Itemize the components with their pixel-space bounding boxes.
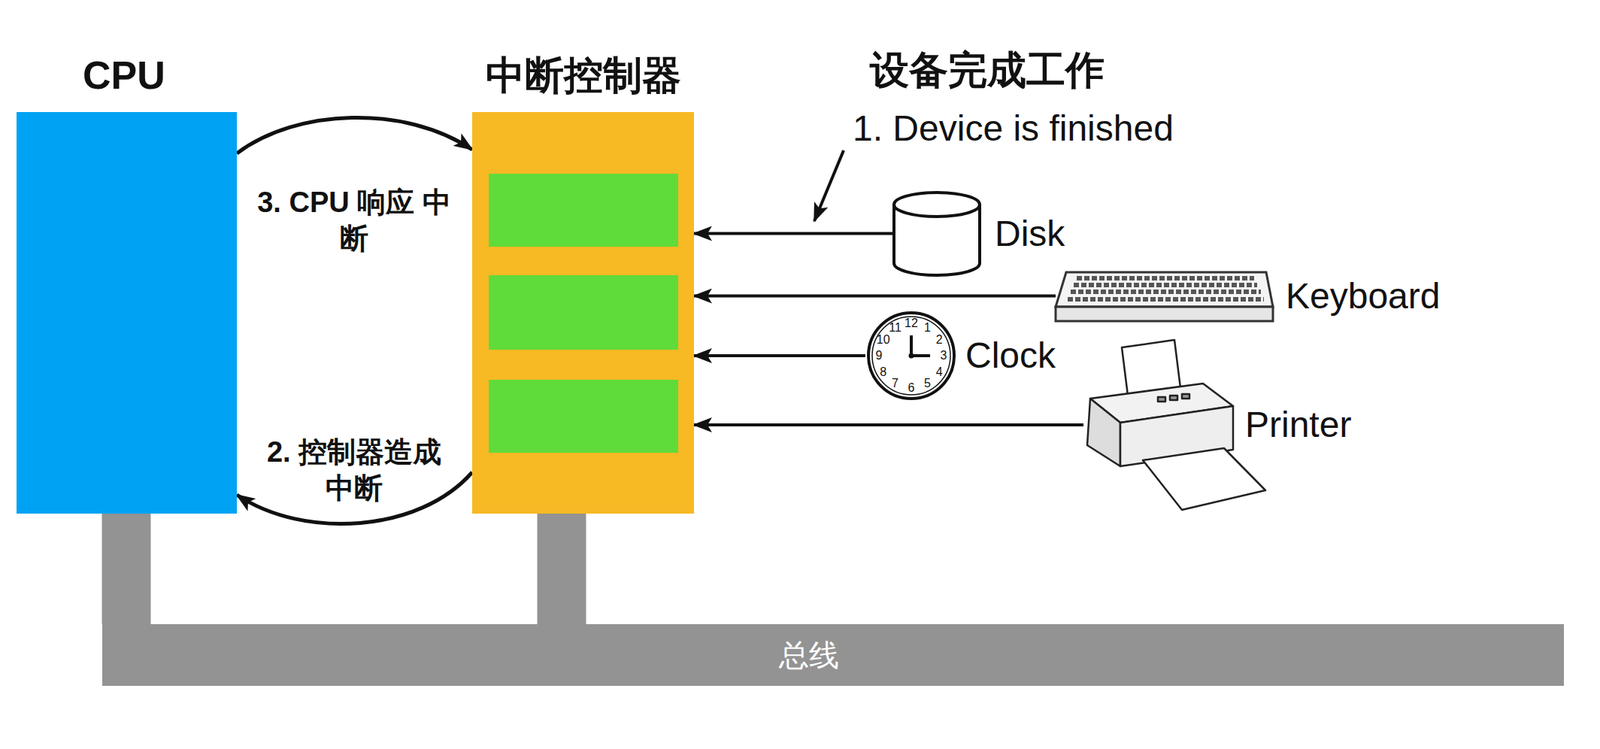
keyboard-icon <box>1055 272 1273 322</box>
keyboard-front <box>1055 306 1273 322</box>
buffer-slot <box>488 173 679 247</box>
clock-numeral: 8 <box>879 366 887 379</box>
printer-button <box>1181 393 1190 399</box>
key-row <box>1073 282 1258 288</box>
edge-label: 2. 控制器造成 中断 <box>256 434 452 507</box>
clock-icon <box>868 312 955 399</box>
signal-arrow <box>236 117 473 154</box>
signal-arrow <box>693 354 866 358</box>
clock-numeral: 7 <box>891 377 899 390</box>
signal-arrow <box>693 294 1056 298</box>
clock-numeral: 3 <box>940 349 948 362</box>
clock-numeral: 6 <box>908 381 916 394</box>
callout-note: 1. Device is finished <box>852 106 1174 151</box>
box-heading: CPU <box>82 51 166 99</box>
key-row <box>1070 289 1261 294</box>
clock-numeral: 9 <box>875 349 883 362</box>
clock-numeral: 1 <box>924 321 931 334</box>
disk-device: Disk <box>893 191 1070 276</box>
bus-stub <box>537 513 587 625</box>
device-label: Clock <box>965 333 1056 378</box>
clock-rim <box>868 312 955 399</box>
system-bus: 总线 <box>102 624 1564 686</box>
keyboard-keys <box>1067 278 1264 300</box>
clock-numeral: 4 <box>936 366 943 379</box>
disk-top <box>893 192 980 217</box>
clock-hand <box>909 335 913 356</box>
clock-numeral: 2 <box>936 333 943 346</box>
leader-line <box>814 150 844 222</box>
device-label: Printer <box>1245 403 1352 447</box>
clock-numeral: 10 <box>876 333 891 346</box>
box-heading: 中断控制器 <box>485 51 682 99</box>
device-label: Disk <box>994 212 1065 256</box>
bus-stub <box>102 513 152 625</box>
keyboard-device: Keyboard <box>1055 270 1446 322</box>
disk-icon <box>893 192 980 276</box>
printer-device: Printer <box>1083 339 1357 510</box>
keyboard-top <box>1055 272 1273 307</box>
clock-numeral: 12 <box>904 317 919 330</box>
clock-face <box>872 316 951 395</box>
clock-hand <box>911 354 931 358</box>
printer-paper-out <box>1142 448 1266 510</box>
printer-button <box>1157 396 1166 402</box>
key-row <box>1076 275 1255 281</box>
cpu-block: CPU <box>16 112 237 514</box>
clock-numeral: 5 <box>924 377 931 390</box>
printer-icon <box>1087 339 1266 510</box>
edge-label: 3. CPU 响应 中断 <box>256 184 452 257</box>
buffer-slot <box>488 275 679 350</box>
clock-numeral: 11 <box>888 321 902 334</box>
signal-arrow <box>693 232 894 236</box>
printer-side <box>1087 398 1121 467</box>
buffer-slot <box>488 379 679 453</box>
printer-button <box>1169 395 1178 400</box>
bus-label: 总线 <box>778 636 840 673</box>
interrupt-controller: 中断控制器 <box>472 112 694 514</box>
column-heading: 设备完成工作 <box>869 46 1105 94</box>
clock-pivot <box>909 353 915 359</box>
device-label: Keyboard <box>1285 274 1440 319</box>
signal-arrow <box>693 423 1084 427</box>
key-row <box>1067 296 1264 302</box>
